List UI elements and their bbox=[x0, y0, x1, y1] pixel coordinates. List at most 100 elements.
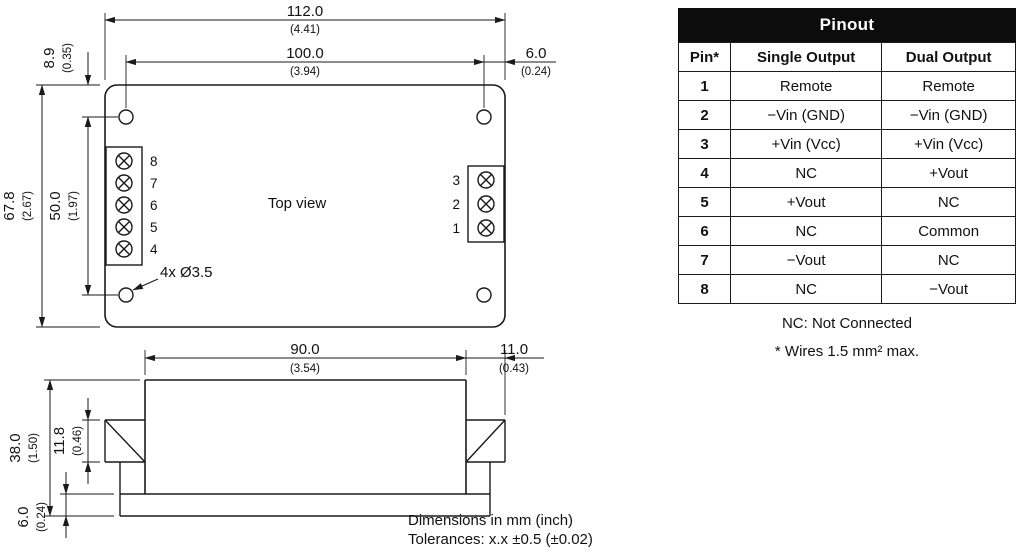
dual-output-value: −Vout bbox=[881, 274, 1016, 304]
dim-mm: 6.0 bbox=[526, 45, 547, 62]
dim-mm: 50.0 bbox=[47, 191, 64, 220]
pin-label: 1 bbox=[452, 221, 460, 236]
table-row: 1 Remote Remote bbox=[678, 71, 1016, 101]
pin-number: 3 bbox=[678, 129, 731, 159]
mounting-holes bbox=[118, 109, 492, 303]
dimension-overall-height: 67.8 (2.67) bbox=[1, 84, 100, 328]
dim-mm: 67.8 bbox=[1, 191, 18, 220]
hole-callout-label: 4x Ø3.5 bbox=[160, 264, 213, 281]
dual-output-value: +Vin (Vcc) bbox=[881, 129, 1016, 159]
wires-note: * Wires 1.5 mm² max. bbox=[774, 343, 920, 360]
pin-label: 4 bbox=[150, 242, 158, 257]
dual-output-value: NC bbox=[881, 245, 1016, 275]
pin-number: 4 bbox=[678, 158, 731, 188]
pin-label: 8 bbox=[150, 154, 158, 169]
screw-terminal-icon bbox=[115, 240, 133, 258]
pinout-table: Pin* Single Output Dual Output 1 Remote … bbox=[678, 42, 1016, 304]
pin-number: 7 bbox=[678, 245, 731, 275]
dimension-hole-pitch-horizontal: 100.0 (3.94) bbox=[125, 45, 485, 108]
screw-terminal-icon bbox=[477, 171, 495, 189]
nc-note: NC: Not Connected bbox=[781, 315, 913, 332]
table-row: 6 NC Common bbox=[678, 216, 1016, 246]
screw-terminal-icon bbox=[477, 195, 495, 213]
pin-number: 5 bbox=[678, 187, 731, 217]
pinout-panel: Pinout Pin* Single Output Dual Output 1 … bbox=[678, 8, 1016, 360]
pin-number: 2 bbox=[678, 100, 731, 130]
table-row: 5 +Vout NC bbox=[678, 187, 1016, 217]
dimension-side-height: 38.0 (1.50) bbox=[7, 379, 140, 517]
single-output-value: −Vout bbox=[729, 245, 883, 275]
dimension-overall-width: 112.0 (4.41) bbox=[104, 3, 506, 80]
table-row: 2 −Vin (GND) −Vin (GND) bbox=[678, 100, 1016, 130]
dim-mm: 90.0 bbox=[290, 341, 319, 358]
pin-column-header: Pin* bbox=[678, 42, 731, 72]
dim-mm: 6.0 bbox=[15, 507, 32, 528]
side-profile bbox=[104, 379, 506, 517]
dimension-body-width: 90.0 (3.54) bbox=[144, 341, 467, 375]
pinout-title: Pinout bbox=[678, 8, 1016, 42]
dimension-hole-pitch-vertical: 50.0 (1.97) bbox=[47, 116, 118, 296]
top-view: 8 7 6 5 4 3 2 1 Top view 4x Ø3.5 bbox=[1, 3, 556, 328]
dim-inch: (2.67) bbox=[22, 191, 34, 221]
left-terminal-block: 8 7 6 5 4 bbox=[105, 146, 158, 266]
mounting-hole bbox=[476, 109, 492, 125]
screw-terminal-icon bbox=[115, 218, 133, 236]
top-view-label: Top view bbox=[268, 195, 327, 212]
dimension-base-height: 6.0 (0.24) bbox=[15, 472, 114, 538]
dim-inch: (3.94) bbox=[290, 66, 320, 78]
mounting-hole bbox=[118, 287, 134, 303]
pin-label: 6 bbox=[150, 198, 158, 213]
dim-mm: 11.0 bbox=[500, 341, 528, 358]
single-output-value: Remote bbox=[729, 71, 883, 101]
pin-label: 7 bbox=[150, 176, 158, 191]
dim-inch: (1.50) bbox=[28, 433, 40, 463]
dim-mm: 38.0 bbox=[7, 433, 24, 462]
single-output-column-header: Single Output bbox=[729, 42, 883, 72]
single-output-value: +Vin (Vcc) bbox=[729, 129, 883, 159]
pin-number: 1 bbox=[678, 71, 731, 101]
dim-mm: 11.8 bbox=[51, 427, 68, 455]
right-terminal-block: 3 2 1 bbox=[452, 165, 505, 243]
dimension-edge-right: 6.0 (0.24) bbox=[484, 45, 556, 78]
screw-terminal-icon bbox=[115, 152, 133, 170]
dim-inch: (0.35) bbox=[62, 43, 74, 73]
side-view: 90.0 (3.54) 11.0 (0.43) 38.0 (1.50) bbox=[7, 341, 544, 538]
table-row: 7 −Vout NC bbox=[678, 245, 1016, 275]
dimension-flange-height: 11.8 (0.46) bbox=[51, 398, 100, 484]
single-output-value: NC bbox=[729, 216, 883, 246]
table-row: 8 NC −Vout bbox=[678, 274, 1016, 304]
screw-terminal-icon bbox=[115, 174, 133, 192]
dim-inch: (3.54) bbox=[290, 363, 320, 375]
module-outline bbox=[104, 84, 506, 328]
pin-number: 8 bbox=[678, 274, 731, 304]
dual-output-value: −Vin (GND) bbox=[881, 100, 1016, 130]
dim-inch: (1.97) bbox=[68, 191, 80, 221]
pin-number: 6 bbox=[678, 216, 731, 246]
single-output-value: −Vin (GND) bbox=[729, 100, 883, 130]
single-output-value: NC bbox=[729, 274, 883, 304]
dual-output-value: +Vout bbox=[881, 158, 1016, 188]
hole-callout: 4x Ø3.5 bbox=[132, 264, 213, 291]
dim-inch: (4.41) bbox=[290, 24, 320, 36]
table-row: 3 +Vin (Vcc) +Vin (Vcc) bbox=[678, 129, 1016, 159]
single-output-value: +Vout bbox=[729, 187, 883, 217]
mounting-hole bbox=[118, 109, 134, 125]
screw-terminal-icon bbox=[477, 219, 495, 237]
dual-output-value: Remote bbox=[881, 71, 1016, 101]
mounting-hole bbox=[476, 287, 492, 303]
dual-output-value: Common bbox=[881, 216, 1016, 246]
pin-label: 3 bbox=[452, 173, 460, 188]
units-note: Dimensions in mm (inch) bbox=[408, 512, 573, 529]
pin-label: 2 bbox=[452, 197, 460, 212]
pinout-header-row: Pin* Single Output Dual Output bbox=[678, 42, 1016, 72]
pin-label: 5 bbox=[150, 220, 158, 235]
dim-mm: 112.0 bbox=[287, 3, 323, 20]
mechanical-drawing: 8 7 6 5 4 3 2 1 Top view 4x Ø3.5 bbox=[1, 3, 593, 548]
table-row: 4 NC +Vout bbox=[678, 158, 1016, 188]
single-output-value: NC bbox=[729, 158, 883, 188]
screw-terminal-icon bbox=[115, 196, 133, 214]
dual-output-value: NC bbox=[881, 187, 1016, 217]
dim-mm: 100.0 bbox=[286, 45, 324, 62]
dim-mm: 8.9 bbox=[41, 48, 58, 69]
dim-inch: (0.24) bbox=[521, 66, 551, 78]
